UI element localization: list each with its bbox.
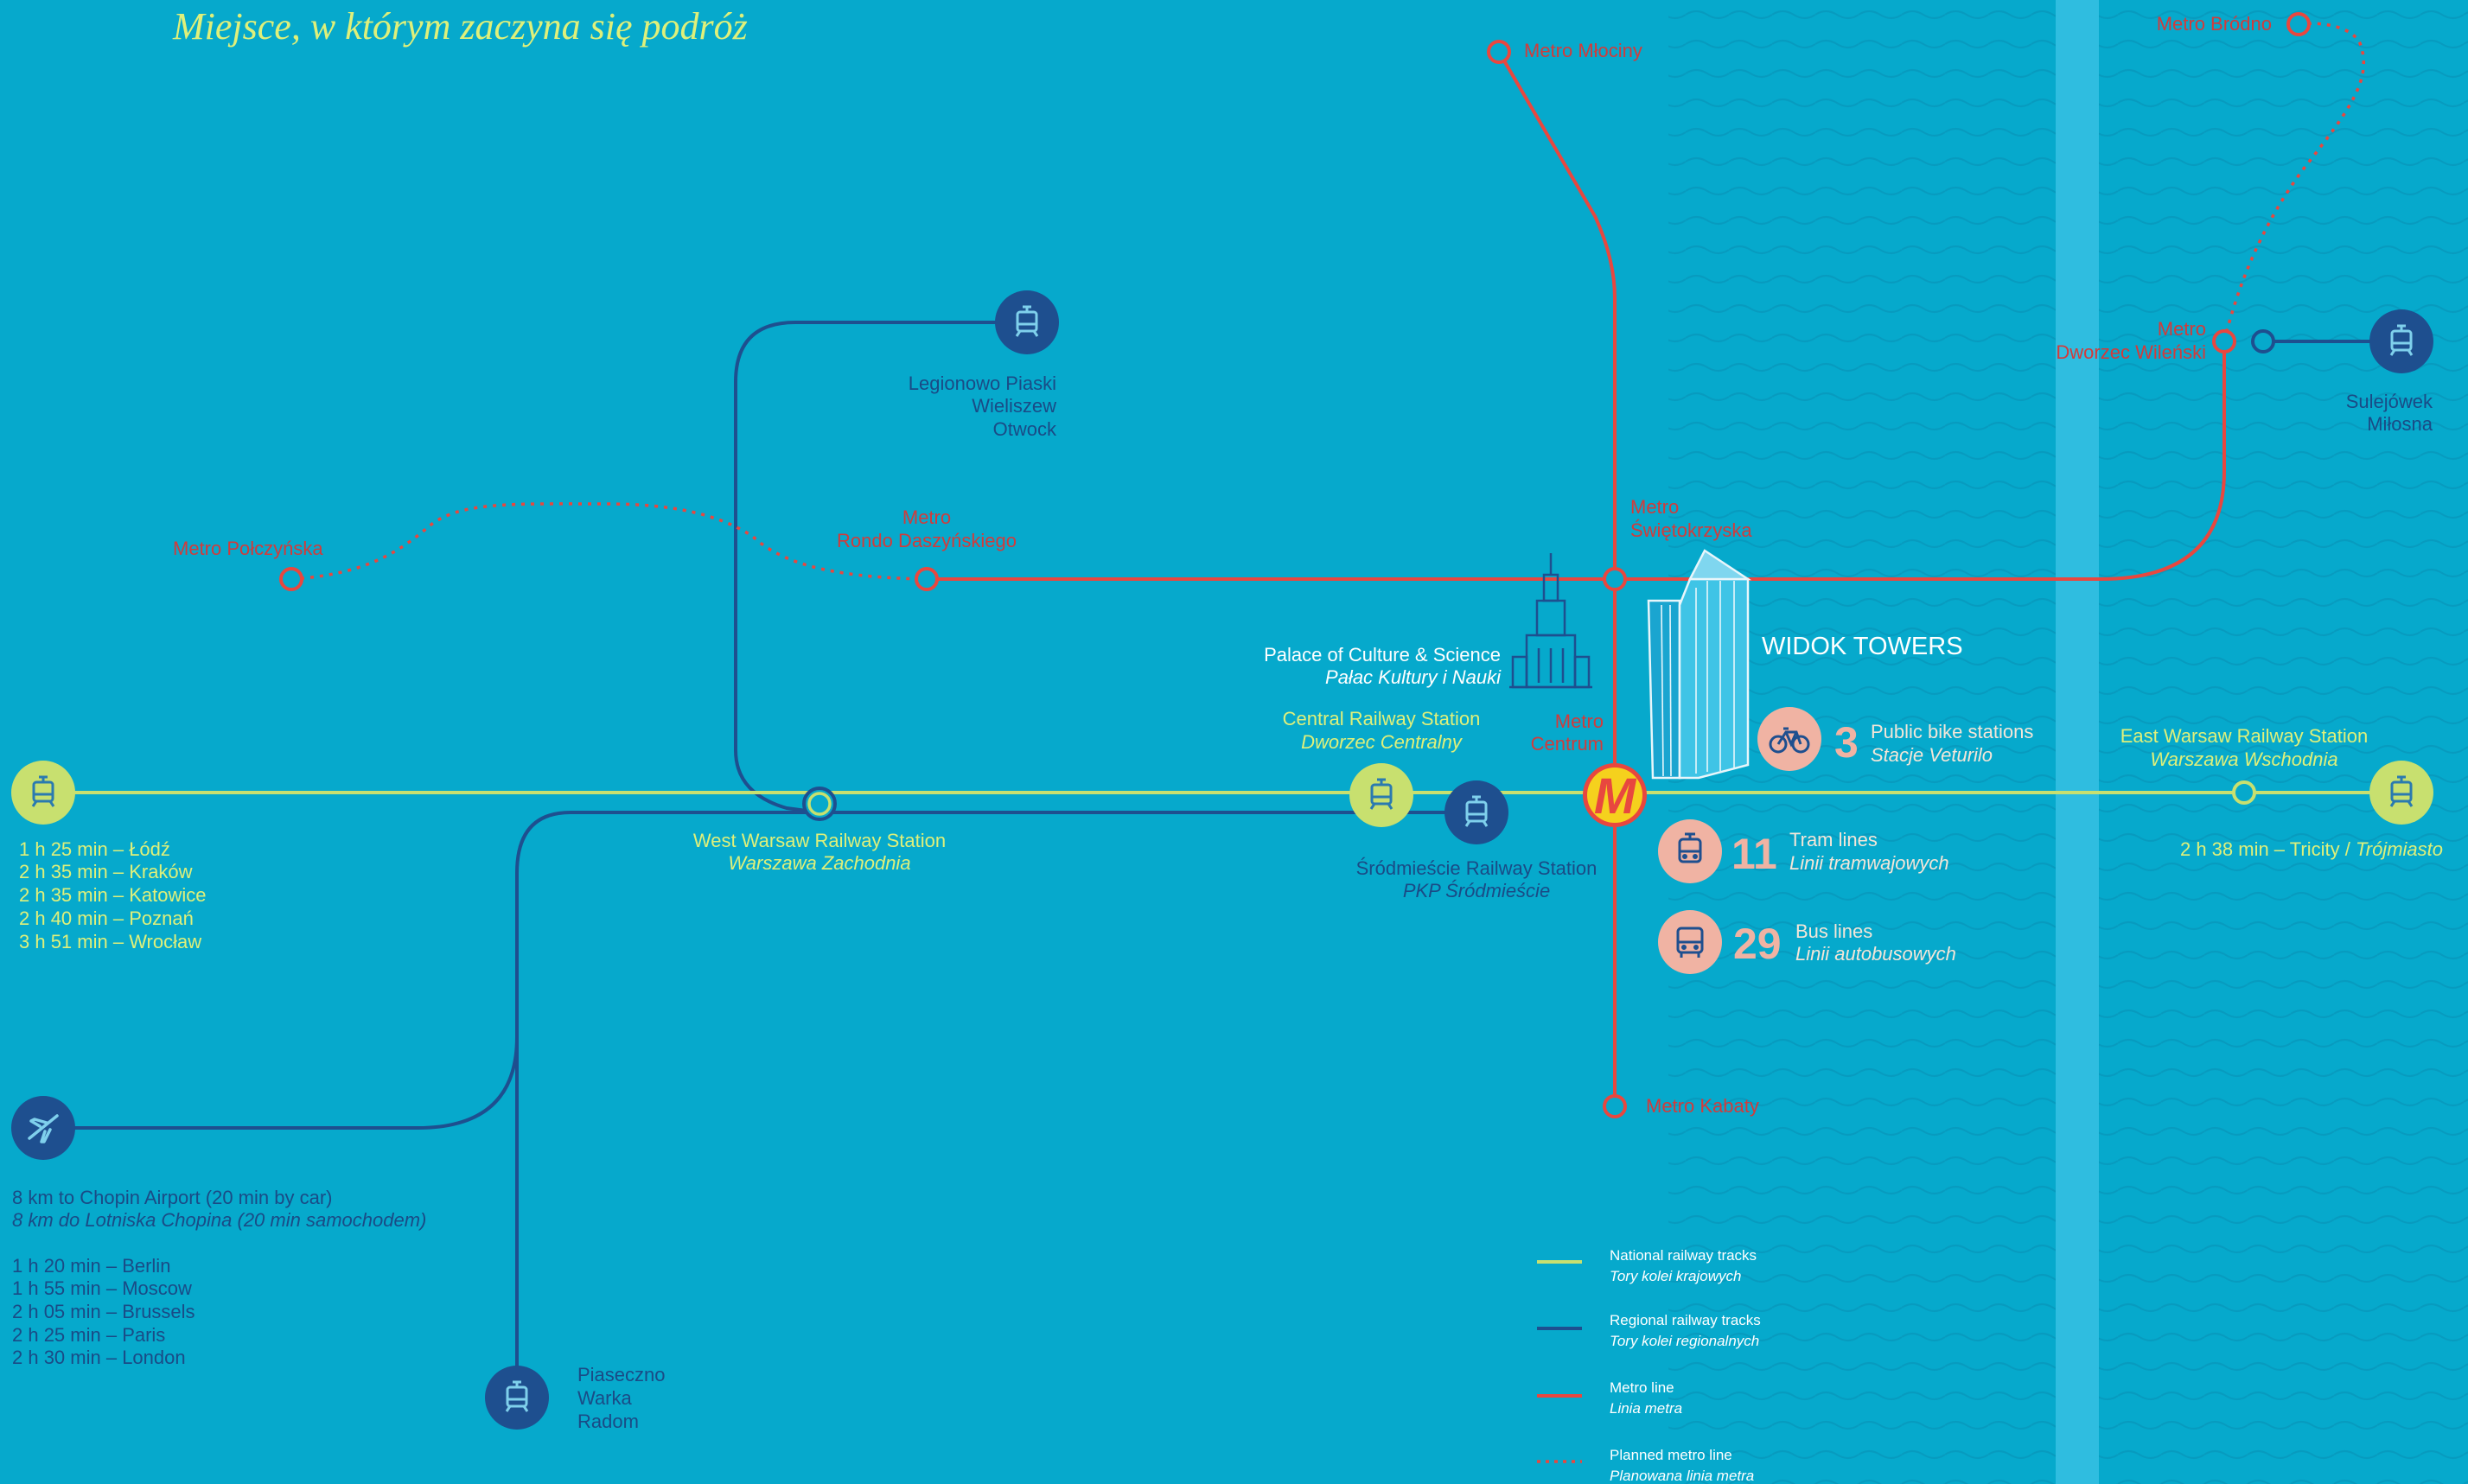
page-title: Miejsce, w którym zaczyna się podróż — [172, 5, 748, 48]
station-rondo-daszynskiego[interactable] — [915, 567, 939, 591]
label-swieto-2: Świętokrzyska — [1630, 519, 1752, 541]
label-centrum-2: Centrum — [1531, 733, 1604, 755]
legend-planned-1: Planned metro line — [1610, 1447, 1732, 1463]
regional-line-north — [734, 321, 1474, 814]
station-kabaty[interactable] — [1603, 1094, 1627, 1118]
label-mlociny: Metro Młociny — [1524, 40, 1642, 61]
label-time-krakow: 2 h 35 min – Kraków — [19, 861, 193, 882]
label-warka: Warka — [577, 1387, 633, 1409]
train-icon-right[interactable] — [2369, 761, 2433, 825]
label-milosna: Miłosna — [2367, 413, 2433, 435]
label-central-1: Central Railway Station — [1283, 708, 1481, 729]
label-widok-towers: WIDOK TOWERS — [1762, 633, 1963, 660]
airplane-icon[interactable] — [11, 1096, 75, 1160]
bus-label-1: Bus lines — [1795, 920, 1872, 942]
train-icon-sulejowek[interactable] — [2369, 309, 2433, 373]
metro-centrum-logo[interactable]: M — [1583, 763, 1647, 827]
legend-national-1: National railway tracks — [1610, 1247, 1757, 1264]
label-palace-1: Palace of Culture & Science — [1264, 644, 1501, 666]
metro-logo-letter: M — [1594, 768, 1637, 825]
label-swieto-1: Metro — [1630, 496, 1679, 518]
palace-of-culture-icon — [1509, 553, 1592, 689]
legend-regional-1: Regional railway tracks — [1610, 1312, 1761, 1328]
legend-regional-2: Tory kolei regionalnych — [1610, 1333, 1759, 1349]
label-sulejowek: Sulejówek — [2346, 391, 2433, 412]
station-east-warsaw[interactable] — [2232, 780, 2256, 805]
tram-lines-icon — [1658, 819, 1722, 883]
train-icon-left[interactable] — [11, 761, 75, 825]
label-wieliszew: Wieliszew — [972, 395, 1056, 417]
tram-label-1: Tram lines — [1789, 829, 1878, 850]
legend-national-2: Tory kolei krajowych — [1610, 1268, 1741, 1284]
station-polczynska[interactable] — [279, 567, 303, 591]
label-time-katowice: 2 h 35 min – Katowice — [19, 884, 206, 906]
station-wilenski-regional[interactable] — [2251, 329, 2275, 353]
station-dworzec-wilenski[interactable] — [2212, 329, 2236, 353]
label-kabaty: Metro Kabaty — [1646, 1095, 1759, 1117]
label-wilenski-1: Metro — [2158, 318, 2206, 340]
label-radom: Radom — [577, 1411, 639, 1432]
label-palace-2: Pałac Kultury i Nauki — [1325, 666, 1502, 688]
train-icon-legionowo[interactable] — [995, 290, 1059, 354]
train-icon-central[interactable] — [1349, 763, 1413, 827]
bus-count: 29 — [1733, 920, 1782, 968]
label-time-lodz: 1 h 25 min – Łódź — [19, 838, 170, 860]
regional-line-south — [515, 811, 819, 1398]
label-time-poznan: 2 h 40 min – Poznań — [19, 908, 194, 929]
legend: National railway tracks Tory kolei krajo… — [1537, 1247, 1761, 1484]
label-airport-2: 8 km do Lotniska Chopina (20 min samocho… — [12, 1209, 426, 1231]
train-icon-srodmiescie[interactable] — [1444, 780, 1508, 844]
tram-count: 11 — [1731, 830, 1777, 878]
station-brodno[interactable] — [2286, 12, 2311, 36]
bike-station-icon — [1757, 707, 1821, 771]
label-flight-moscow: 1 h 55 min – Moscow — [12, 1277, 192, 1299]
regional-line-airport — [43, 1036, 519, 1130]
river-vistula — [2056, 0, 2099, 1484]
bike-label-1: Public bike stations — [1871, 721, 2033, 742]
tram-label-2: Linii tramwajowych — [1789, 852, 1949, 874]
label-flight-brussels: 2 h 05 min – Brussels — [12, 1301, 195, 1322]
metro-planned-west — [290, 502, 928, 581]
station-west-warsaw-inner — [807, 792, 832, 816]
label-centrum-1: Metro — [1555, 710, 1604, 732]
label-polczynska: Metro Połczyńska — [173, 538, 323, 559]
bus-lines-icon — [1658, 910, 1722, 974]
label-airport-1: 8 km to Chopin Airport (20 min by car) — [12, 1187, 332, 1208]
label-rondo-1: Metro — [902, 506, 951, 528]
label-central-2: Dworzec Centralny — [1301, 731, 1464, 753]
label-flight-london: 2 h 30 min – London — [12, 1347, 186, 1368]
station-mlociny[interactable] — [1487, 40, 1511, 64]
metro-line-m2 — [927, 341, 2226, 581]
label-otwock: Otwock — [993, 418, 1057, 440]
label-east-warsaw-1: East Warsaw Railway Station — [2120, 725, 2369, 747]
label-flight-paris: 2 h 25 min – Paris — [12, 1324, 165, 1346]
label-piaseczno: Piaseczno — [577, 1364, 666, 1385]
label-west-warsaw-1: West Warsaw Railway Station — [693, 830, 946, 851]
label-srodmiescie-1: Śródmieście Railway Station — [1356, 857, 1598, 879]
label-time-wroclaw: 3 h 51 min – Wrocław — [19, 931, 201, 952]
legend-planned-2: Planowana linia metra — [1610, 1468, 1754, 1484]
label-legionowo: Legionowo Piaski — [909, 373, 1056, 394]
legend-metro-1: Metro line — [1610, 1379, 1674, 1396]
widok-towers-icon — [1647, 549, 1752, 780]
label-west-warsaw-2: Warszawa Zachodnia — [728, 852, 910, 874]
bus-label-2: Linii autobusowych — [1795, 943, 1956, 965]
label-east-warsaw-2: Warszawa Wschodnia — [2150, 748, 2337, 770]
legend-metro-2: Linia metra — [1610, 1400, 1682, 1417]
label-rondo-2: Rondo Daszyńskiego — [837, 530, 1017, 551]
label-brodno: Metro Bródno — [2157, 13, 2272, 35]
label-srodmiescie-2: PKP Śródmieście — [1403, 880, 1550, 901]
station-swietokrzyska[interactable] — [1603, 567, 1627, 591]
metro-line-m1 — [1497, 50, 1617, 1106]
train-icon-piaseczno[interactable] — [485, 1366, 549, 1430]
label-tricity: 2 h 38 min – Tricity / Trójmiasto — [2180, 838, 2443, 860]
bike-label-2: Stacje Veturilo — [1871, 744, 1993, 766]
label-flight-berlin: 1 h 20 min – Berlin — [12, 1255, 170, 1277]
label-wilenski-2: Dworzec Wileński — [2056, 341, 2206, 363]
bike-count: 3 — [1834, 718, 1859, 767]
